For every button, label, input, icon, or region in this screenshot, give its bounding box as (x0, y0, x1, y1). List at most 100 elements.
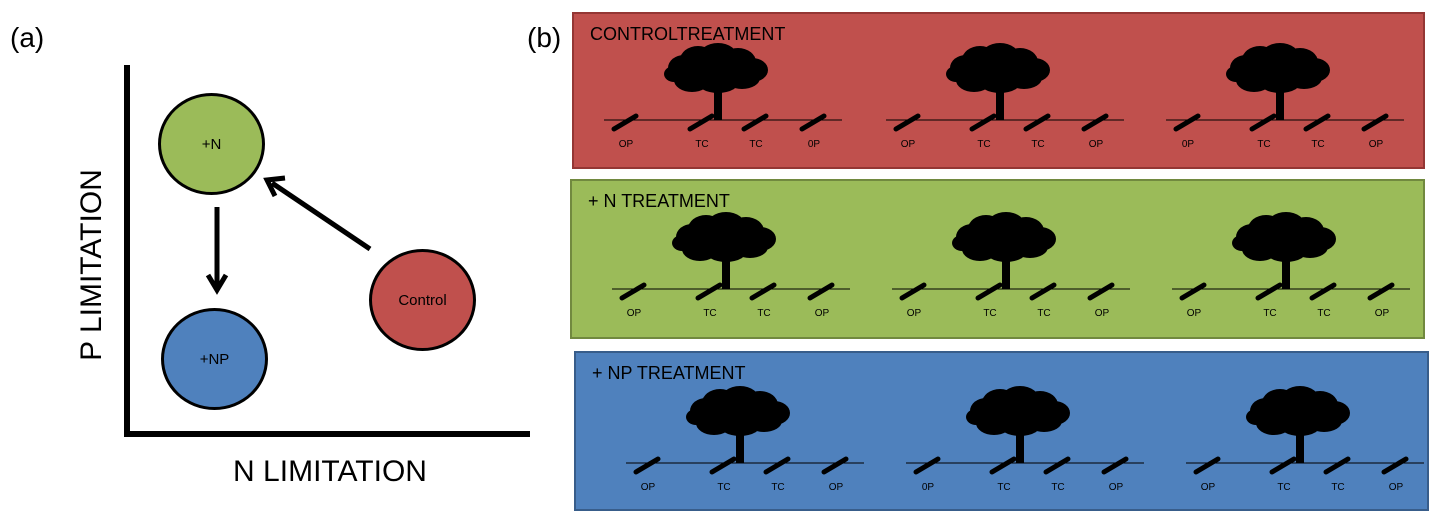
plot-1: OP TC TC OP (626, 386, 864, 493)
arrow-control-to-n (270, 180, 372, 252)
site-label: TC (1317, 308, 1330, 319)
site-label: OP (1109, 482, 1124, 493)
sensor-icon (1043, 456, 1071, 475)
node-plus-n-label: +N (201, 135, 222, 153)
site-label: OP (1369, 139, 1384, 150)
sensor-icon (893, 113, 921, 132)
plot-layout: OP TC TC OP 0P TC TC OP OP TC TC OP (626, 386, 1424, 493)
site-label: OP (1089, 139, 1104, 150)
site-label: OP (1389, 482, 1404, 493)
site-label: TC (1031, 139, 1044, 150)
sensor-icon (969, 113, 997, 132)
sensor-icon (1029, 282, 1057, 301)
y-axis-line (124, 65, 130, 437)
sensor-icon (1193, 456, 1221, 475)
node-plus-n: +N (158, 93, 265, 195)
tree-icon (966, 386, 1070, 463)
site-label: TC (695, 139, 708, 150)
sensor-icon (1367, 282, 1395, 301)
site-label: OP (829, 482, 844, 493)
tree-icon (686, 386, 790, 463)
sensor-icon (1101, 456, 1129, 475)
site-label: TC (1331, 482, 1344, 493)
y-axis-label: P LIMITATION (75, 169, 108, 361)
sensor-icon (633, 456, 661, 475)
sensor-icon (695, 282, 723, 301)
tree-icon (952, 212, 1056, 289)
tree-icon (1232, 212, 1336, 289)
sensor-icon (1023, 113, 1051, 132)
node-control-label: Control (398, 291, 447, 309)
site-label: TC (1037, 308, 1050, 319)
sensor-icon (619, 282, 647, 301)
site-label: OP (627, 308, 642, 319)
sensor-icon (1087, 282, 1115, 301)
treatment-title: CONTROLTREATMENT (590, 24, 786, 44)
sensor-icon (1309, 282, 1337, 301)
np-treatment-panel: + NP TREATMENT OP TC TC OP 0P TC TC OP OP TC TC OP (574, 351, 1429, 511)
tree-icon (664, 43, 768, 120)
site-label: OP (815, 308, 830, 319)
x-axis-line (124, 431, 530, 437)
sensor-icon (807, 282, 835, 301)
site-label: TC (1277, 482, 1290, 493)
sensor-icon (1381, 456, 1409, 475)
site-label: TC (1051, 482, 1064, 493)
site-label: TC (1263, 308, 1276, 319)
sensor-icon (1269, 456, 1297, 475)
sensor-icon (1361, 113, 1389, 132)
site-label: 0P (1182, 139, 1195, 150)
panel-a-label: (a) (10, 22, 45, 53)
site-label: TC (1311, 139, 1324, 150)
sensor-icon (1249, 113, 1277, 132)
site-label: OP (1187, 308, 1202, 319)
sensor-icon (799, 113, 827, 132)
panel-b-label: (b) (527, 22, 562, 53)
arrow-control-to-n-head (263, 175, 286, 198)
sensor-icon (749, 282, 777, 301)
tree-icon (1246, 386, 1350, 463)
site-label: 0P (922, 482, 935, 493)
site-label: OP (641, 482, 656, 493)
sensor-icon (709, 456, 737, 475)
treatment-title: + NP TREATMENT (592, 363, 746, 383)
sensor-icon (1081, 113, 1109, 132)
site-label: TC (717, 482, 730, 493)
arrow-n-to-np-head (205, 273, 229, 295)
sensor-icon (1179, 282, 1207, 301)
site-label: OP (901, 139, 916, 150)
treatment-title: + N TREATMENT (588, 191, 730, 211)
site-label: OP (1375, 308, 1390, 319)
site-label: OP (619, 139, 634, 150)
site-label: TC (997, 482, 1010, 493)
plot-3: OP TC TC OP (1186, 386, 1424, 493)
sensor-icon (763, 456, 791, 475)
n-treatment-panel: + N TREATMENT OP TC TC OP OP TC TC OP OP TC TC OP (570, 179, 1425, 339)
sensor-icon (741, 113, 769, 132)
node-plus-np-label: +NP (199, 350, 230, 368)
sensor-icon (611, 113, 639, 132)
site-label: TC (771, 482, 784, 493)
x-axis-label: N LIMITATION (233, 455, 427, 488)
plot-layout: OP TC TC OP OP TC TC OP OP TC TC OP (612, 212, 1410, 319)
site-label: TC (703, 308, 716, 319)
site-label: TC (983, 308, 996, 319)
node-plus-np: +NP (161, 308, 268, 410)
sensor-icon (1255, 282, 1283, 301)
plot-1: OP TC TC OP (612, 212, 850, 319)
site-label: 0P (808, 139, 821, 150)
sensor-icon (989, 456, 1017, 475)
site-label: OP (1095, 308, 1110, 319)
tree-icon (672, 212, 776, 289)
site-label: TC (757, 308, 770, 319)
site-label: OP (907, 308, 922, 319)
tree-icon (1226, 43, 1330, 120)
sensor-icon (975, 282, 1003, 301)
sensor-icon (1303, 113, 1331, 132)
sensor-icon (821, 456, 849, 475)
node-control: Control (369, 249, 476, 351)
site-label: OP (1201, 482, 1216, 493)
